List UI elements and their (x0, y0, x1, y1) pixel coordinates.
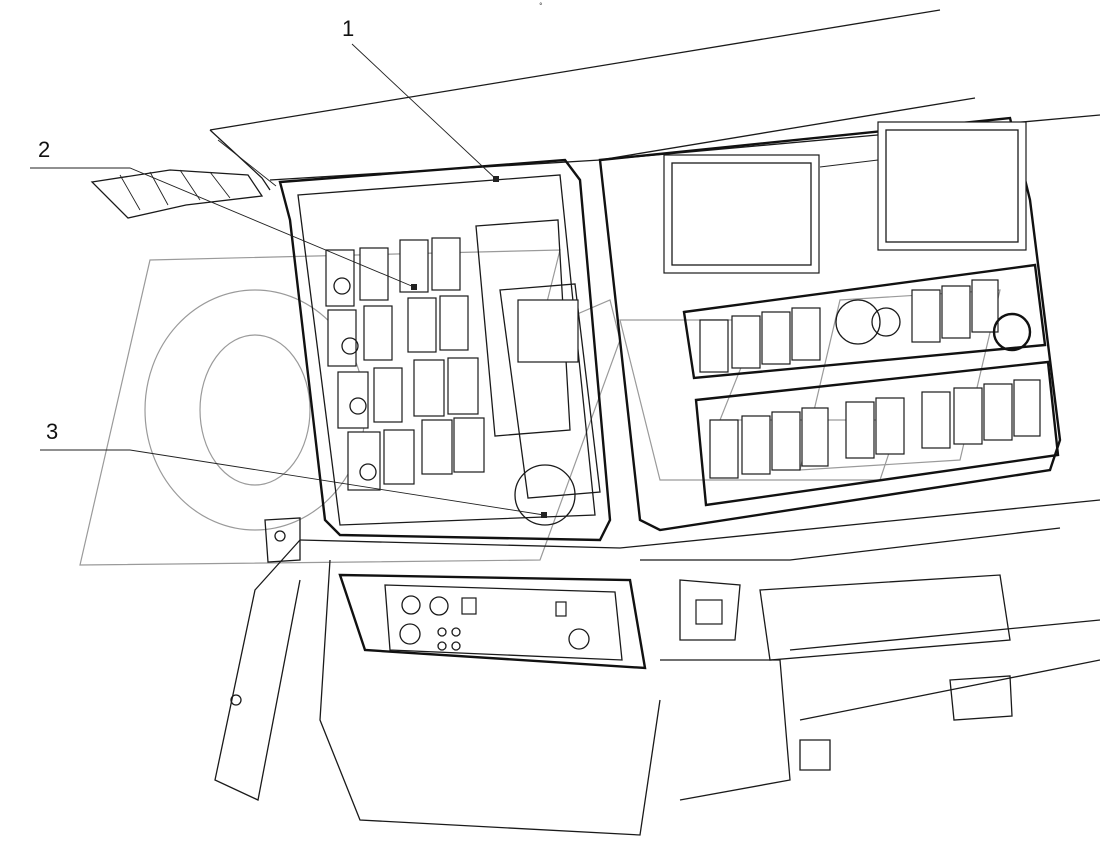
lower-dashboard-body (214, 499, 1100, 836)
callout-1: 1 (342, 16, 355, 41)
callout-2: 2 (38, 137, 51, 162)
left-switch-grid (325, 237, 485, 491)
top-caption: ° (539, 2, 543, 10)
mounting-bracket (90, 169, 264, 219)
left-switch-panel (278, 158, 612, 542)
gauge-cluster (598, 116, 1062, 532)
lower-control-panel (338, 573, 647, 670)
leader-lines (30, 43, 879, 518)
callout-3: 3 (46, 419, 59, 444)
right-switch-rows (682, 263, 1060, 507)
